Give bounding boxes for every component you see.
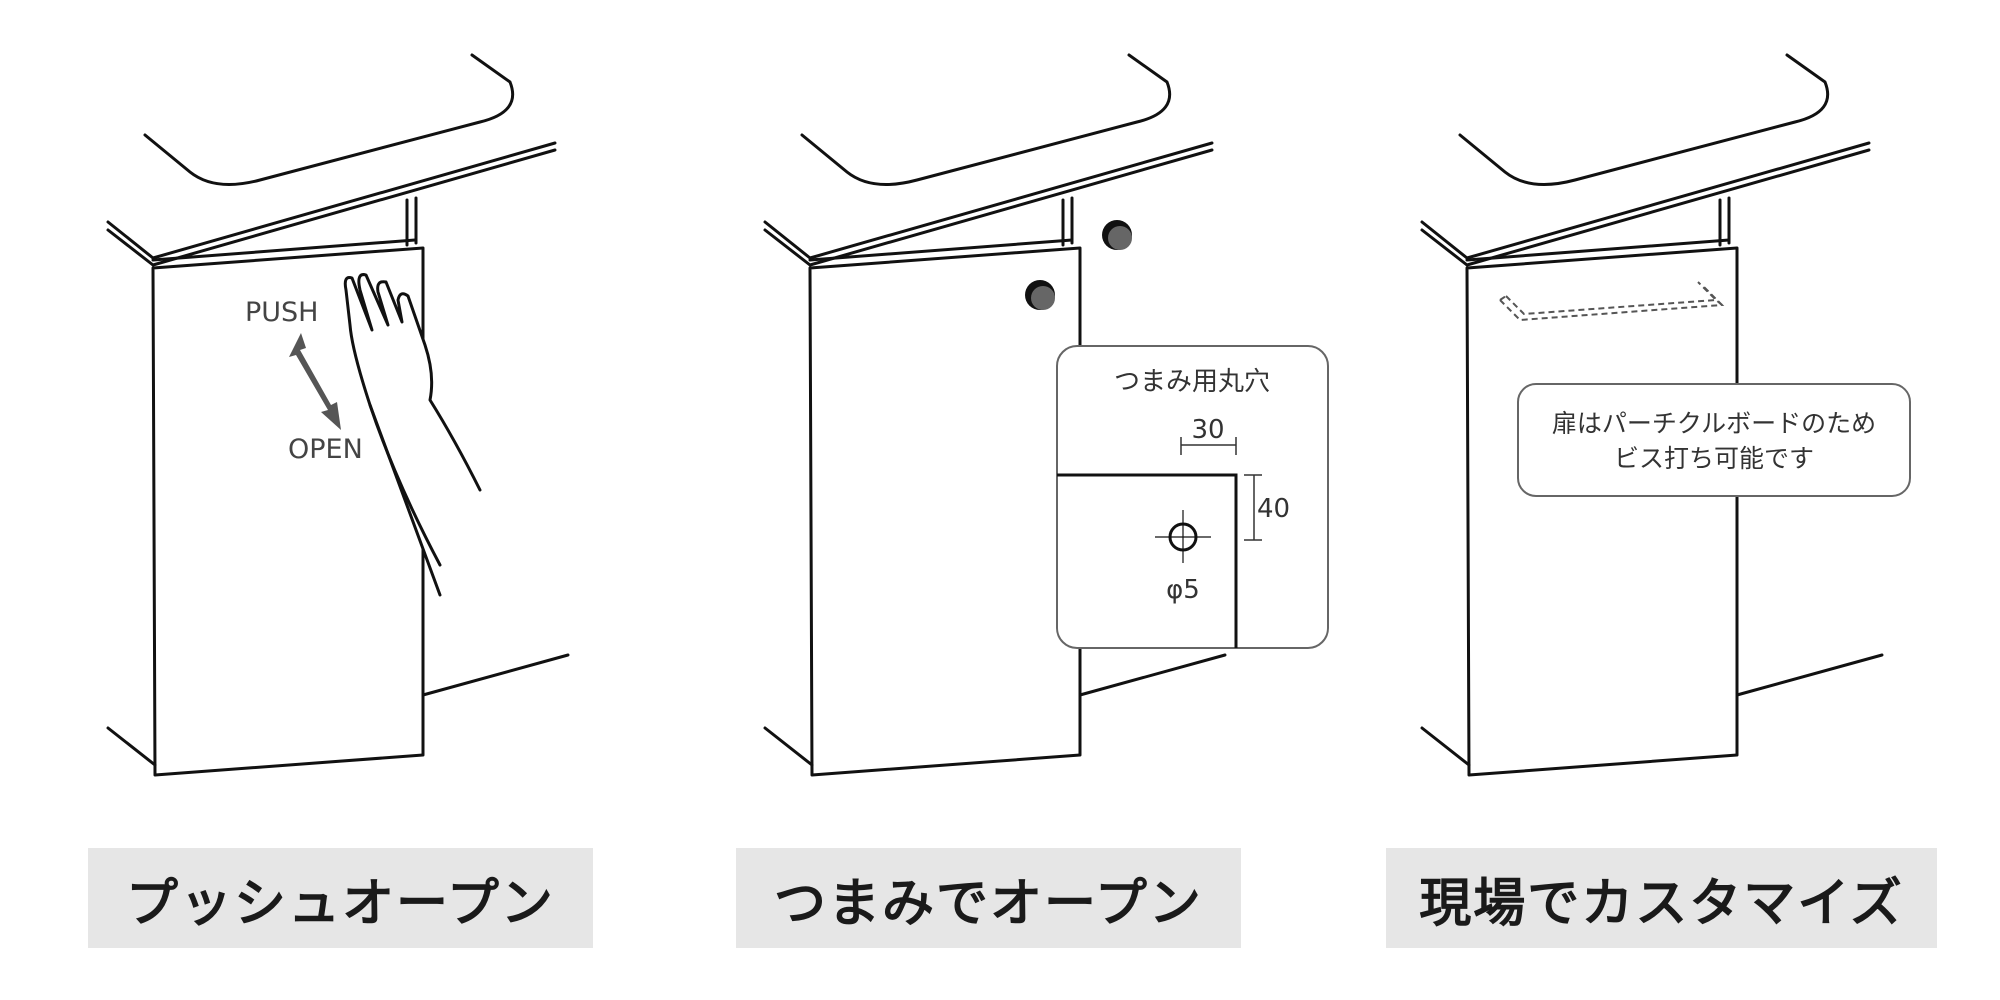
floor-line	[1078, 653, 1227, 697]
knob-icon	[1025, 220, 1132, 310]
handle-outline-icon	[1499, 281, 1725, 322]
push-open-arrow	[289, 333, 341, 430]
panel-knob-open	[763, 53, 1227, 777]
note-box	[1517, 383, 1911, 497]
floor-line	[1420, 726, 1471, 767]
hole-icon	[1155, 510, 1211, 563]
cabinet-side	[1420, 228, 1469, 267]
cabinet-side	[106, 220, 155, 260]
sink-basin	[143, 53, 515, 186]
floor-line	[421, 653, 570, 697]
cabinet-side	[763, 228, 812, 267]
counter-edge	[151, 148, 557, 267]
cabinet-door	[808, 246, 1082, 777]
door-top-edge	[151, 238, 417, 262]
dim-vertical-label: 40	[1257, 494, 1290, 524]
sink-basin	[800, 53, 1172, 186]
panel-customize	[1420, 53, 1884, 777]
door-top-edge	[808, 238, 1074, 262]
forearm-line	[368, 403, 442, 567]
knob-hole-callout	[1056, 345, 1329, 649]
dim-horizontal-label: 30	[1191, 415, 1224, 445]
counter-edge	[1465, 141, 1871, 260]
hole-diameter-label: φ5	[1166, 575, 1200, 605]
caption-knob-open: つまみでオープン	[736, 848, 1241, 948]
door-top-edge	[1465, 238, 1731, 262]
push-label: PUSH	[245, 297, 319, 328]
open-label: OPEN	[288, 434, 363, 465]
note-line-2: ビス打ち可能です	[1614, 444, 1814, 473]
note-line-1: 扉はパーチクルボードのため	[1552, 409, 1876, 438]
callout-title: つまみ用丸穴	[1114, 367, 1270, 397]
panel-push-open	[106, 53, 570, 777]
door-corner-detail	[1057, 473, 1238, 648]
cabinet-side	[763, 220, 812, 260]
counter-edge	[1465, 148, 1871, 267]
floor-line	[1735, 653, 1884, 697]
dimension-30	[1180, 437, 1237, 455]
floor-line	[763, 726, 814, 767]
counter-edge	[808, 148, 1214, 267]
counter-edge	[151, 141, 557, 260]
floor-line	[106, 726, 157, 767]
cabinet-side	[1420, 220, 1469, 260]
cabinet-side	[106, 228, 155, 267]
caption-customize: 現場でカスタマイズ	[1386, 848, 1937, 948]
caption-push-open: プッシュオープン	[88, 848, 593, 948]
counter-edge	[808, 141, 1214, 260]
sink-basin	[1458, 53, 1830, 186]
dimension-40	[1244, 474, 1262, 541]
cabinet-door	[1465, 246, 1739, 777]
cabinet-door	[151, 246, 425, 777]
